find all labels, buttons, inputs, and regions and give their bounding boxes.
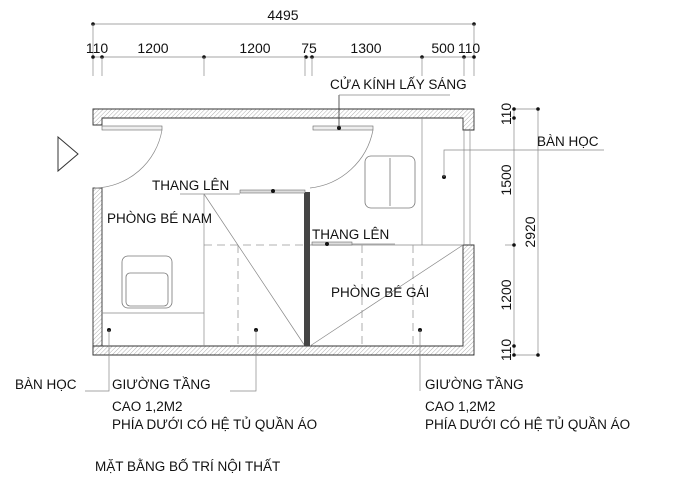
label-bunk-right-title: GIƯỜNG TẦNG [425,377,524,392]
dim-top-1: 1200 [137,40,168,56]
entry-arrow-icon [57,135,79,173]
dim-right-0: 110 [498,103,514,126]
dim-right-3: 110 [498,339,514,362]
dim-right-1: 1500 [498,164,514,195]
dim-total-height: 2920 [522,216,538,247]
label-stairs-left: THANG LÊN [152,178,229,193]
chair-icon [121,255,173,309]
label-bunk-left-title: GIƯỜNG TẦNG [112,377,211,392]
interior [102,118,464,347]
label-bunk-left-note: PHÍA DƯỚI CÓ HỆ TỦ QUẦN ÁO [112,417,317,432]
label-boy-room: PHÒNG BÉ NAM [107,211,212,226]
chair-icon [364,155,416,209]
label-desk-right: BÀN HỌC [537,134,599,149]
walls [92,108,475,356]
windows [94,94,450,189]
dim-top-3: 75 [301,40,317,56]
plan-caption: MẶT BẰNG BỐ TRÍ NỘI THẤT [95,459,280,474]
label-bunk-right-note: PHÍA DƯỚI CÓ HỆ TỦ QUẦN ÁO [425,417,630,432]
label-bunk-left-height: CAO 1,2M2 [112,399,183,414]
right-dimension: 110 1500 2920 1200 110 [498,103,540,362]
label-bunk-right-height: CAO 1,2M2 [425,399,496,414]
dim-right-2: 1200 [498,279,514,310]
label-desk-left: BÀN HỌC [15,377,77,392]
dim-top-5: 500 [431,40,455,56]
top-dimension: 4495 110 1200 1200 75 1300 500 110 [86,7,481,76]
label-stairs-right: THANG LÊN [312,227,389,242]
label-girl-room: PHÒNG BÉ GÁI [331,285,429,300]
dim-top-4: 1300 [350,40,381,56]
dim-top-0: 110 [86,40,109,56]
dim-top-6: 110 [458,40,481,56]
dim-total-width: 4495 [267,7,298,23]
dim-top-2: 1200 [239,40,270,56]
label-window: CỬA KÍNH LẤY SÁNG [330,77,467,92]
leaders [85,149,604,392]
